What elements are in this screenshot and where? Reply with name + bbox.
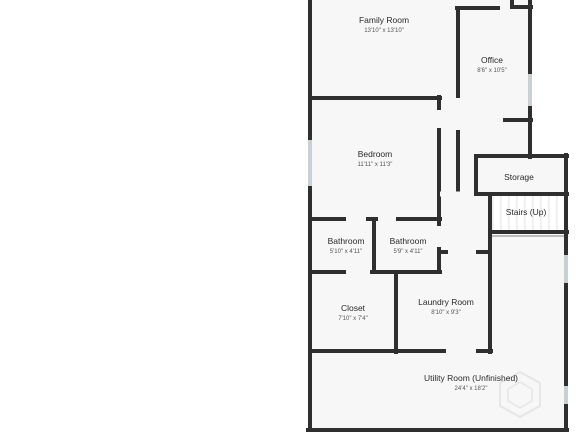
utility-room-dimensions: 24'4" x 18'2" [455, 386, 488, 392]
stair-tread [548, 194, 558, 232]
family-room-dimensions: 13'10" x 13'10" [364, 28, 404, 34]
walls [306, 0, 569, 432]
laundry-room-label: Laundry Room [418, 297, 474, 307]
bathroom-1-dimensions: 5'10" x 4'11" [330, 249, 362, 255]
hexagon-logo-icon [499, 370, 541, 419]
bathroom-2-dimensions: 5'9" x 4'11" [393, 249, 422, 255]
stairs-label: Stairs (Up) [506, 207, 547, 217]
bedroom-dimensions: 11'11" x 11'3" [358, 162, 393, 168]
windows [308, 74, 568, 404]
utility-room-label: Utility Room (Unfinished) [424, 373, 518, 383]
bathroom-2-label: Bathroom [390, 236, 427, 246]
stair-tread [492, 194, 502, 232]
room-labels: Family Room 13'10" x 13'10" Office 8'6" x 1… [328, 15, 547, 392]
laundry-room-dimensions: 8'10" x 9'3" [431, 310, 461, 316]
bedroom-label: Bedroom [358, 149, 393, 159]
closet-label: Closet [341, 303, 366, 313]
door-openings [346, 98, 476, 354]
storage-label: Storage [504, 172, 534, 182]
closet-dimensions: 7'10" x 7'4" [338, 316, 368, 322]
office-label: Office [481, 55, 503, 65]
bathroom-1-label: Bathroom [328, 236, 365, 246]
stair-tread [556, 194, 566, 232]
office-dimensions: 8'6" x 10'5" [477, 68, 507, 74]
family-room-label: Family Room [359, 15, 409, 25]
